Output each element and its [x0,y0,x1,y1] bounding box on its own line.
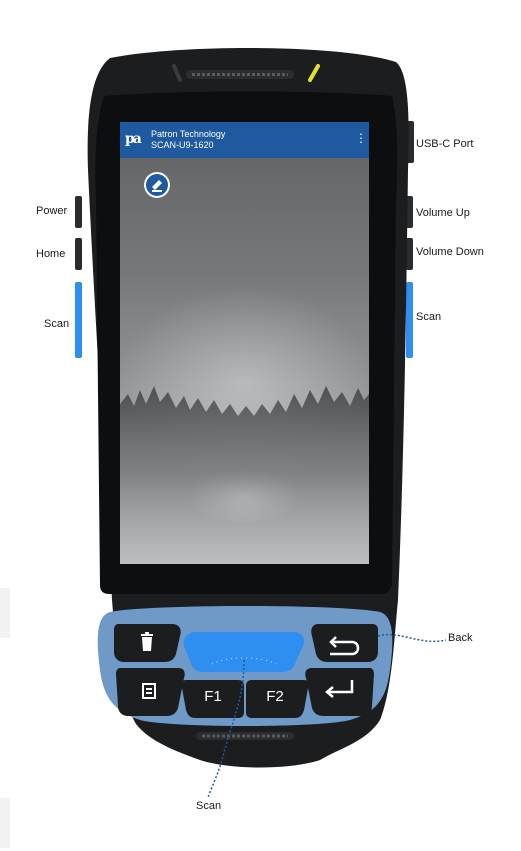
back-label: Back [448,632,473,644]
home-label: Home [36,248,66,260]
app-header: pa Patron Technology SCAN-U9-1620 ⋮ [120,122,369,158]
f2-key-label: F2 [266,688,284,705]
app-name: Patron Technology [151,129,226,139]
volume-down-label: Volume Down [416,246,484,258]
device-id[interactable]: SCAN-U9-1620 [151,140,214,150]
app-launcher-icon[interactable] [144,172,170,198]
device-screen: pa Patron Technology SCAN-U9-1620 ⋮ [120,122,369,564]
power-side-button [75,196,82,228]
scan-key [183,632,304,672]
scan-key-dots [211,657,277,665]
usbc-port-label: USB-C Port [416,138,474,150]
brand-logo: pa [125,131,142,147]
volume-up-side-button [406,196,413,228]
overflow-menu-icon[interactable]: ⋮ [355,131,367,145]
menu-icon [142,683,156,699]
f2-key [246,680,309,718]
f1-key [181,680,244,718]
f1-key-label: F1 [204,688,222,705]
volume-up-label: Volume Up [416,207,470,219]
back-callout-line [377,634,447,642]
led-indicator [308,64,320,82]
crowd-silhouette [120,386,369,564]
scan-left-label: Scan [44,318,70,330]
power-label: Power [36,205,68,217]
scan-callout-line [207,659,245,799]
scan-left-side-button [75,282,82,358]
trash-icon [141,632,153,651]
scan-right-label: Scan [416,311,442,323]
back-arrow-icon [329,636,360,656]
scan-bottom-label: Scan [196,800,222,812]
edge-mark-2 [0,798,10,848]
enter-arrow-icon [325,680,354,698]
sensor-mark [172,64,182,82]
scan-right-side-button [406,282,413,358]
edge-mark-1 [0,588,10,638]
home-side-button [75,238,82,270]
volume-down-side-button [406,238,413,270]
